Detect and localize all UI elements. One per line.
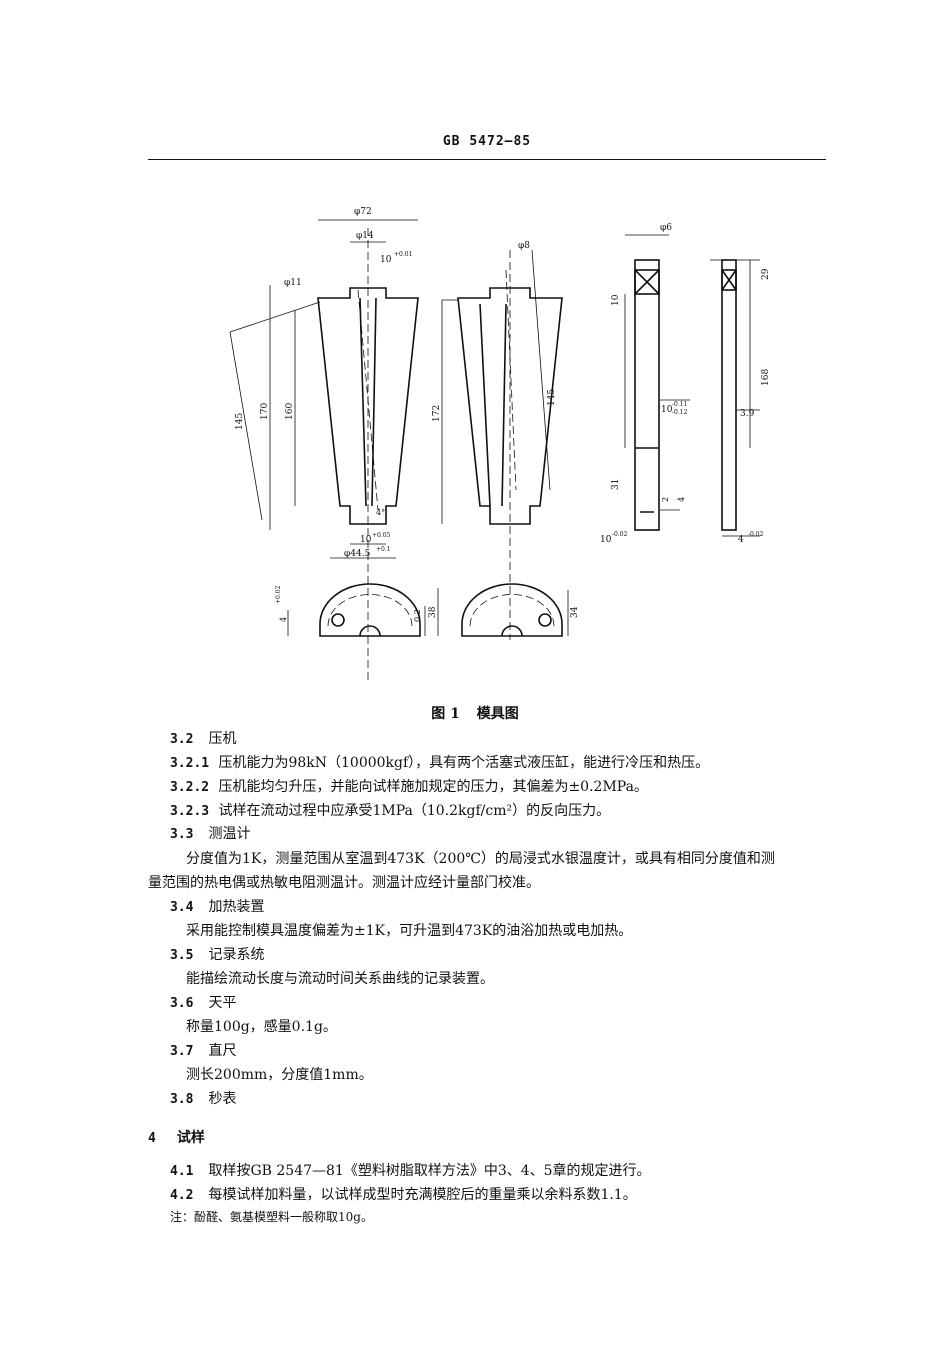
dim-t10a: 10: [380, 255, 392, 265]
plunger-left-outline: [634, 259, 660, 531]
dim-s4-tol: +0.02: [275, 585, 282, 604]
dim-145-right: 145: [547, 389, 557, 406]
section-title: 天平: [208, 995, 237, 1011]
dim-d6: φ6: [660, 223, 672, 233]
dim-pb10-tol: -0.02: [612, 531, 628, 538]
left-mold-cavity: [359, 297, 377, 507]
dim-d14: φ14: [356, 231, 374, 241]
section-3-2: 3.2 压机: [170, 728, 236, 748]
section-3-7: 3.7 直尺: [170, 1040, 236, 1060]
dim-d72: φ72: [354, 207, 372, 217]
dim-170: 170: [260, 403, 270, 420]
dim-p2: 2: [661, 497, 670, 502]
section-4-note: 注：酚醛、氨基模塑料一般称取10g。: [170, 1210, 373, 1224]
section-3-4: 3.4 加热装置: [170, 896, 264, 916]
mold-drawing-figure: φ72 φ14 φ11 10 +0.01 145 170 160 10 +0.0…: [220, 190, 780, 690]
center-lines: [367, 228, 511, 680]
dim-r168: 168: [761, 369, 771, 386]
dim-b445-tol: +0.1: [376, 546, 391, 553]
section-3-3-body-2: 量范围的热电偶或热敏电阻测温计。测温计应经计量部门校准。: [148, 875, 540, 891]
section-3-2-3: 3.2.3 试样在流动过程中应承受1MPa（10.2kgf/cm²）的反向压力。: [170, 800, 610, 820]
dim-p4: 4: [677, 497, 686, 502]
mold-drawing-svg: φ72 φ14 φ11 10 +0.01 145 170 160 10 +0.0…: [229, 207, 771, 680]
section-number: 3.4: [170, 900, 194, 915]
dim-rb4: 4: [738, 535, 744, 545]
section-body: 取样按GB 2547—81《塑料树脂取样方法》中3、4、5章的规定进行。: [208, 1163, 651, 1179]
section-3-8: 3.8 秒表: [170, 1088, 236, 1108]
section-3-4-body: 采用能控制模具温度偏差为±1K，可升温到473K的油浴加热或电加热。: [186, 923, 633, 939]
section-3-6: 3.6 天平: [170, 992, 236, 1012]
section-title: 试样: [176, 1130, 205, 1146]
section-number: 3.2.3: [170, 804, 210, 819]
dim-pb10: 10: [600, 535, 612, 545]
section-3-5-body: 能描绘流动长度与流动时间关系曲线的记录装置。: [186, 971, 494, 987]
section-number: 3.8: [170, 1092, 194, 1107]
section-number: 3.2.2: [170, 780, 210, 795]
section-3-6-body: 称量100g，感量0.1g。: [186, 1019, 337, 1035]
dim-p10: 10: [611, 294, 621, 306]
figure-number: 图 1: [431, 706, 460, 722]
dim-p10-shaft: 10: [661, 405, 673, 415]
section-title: 记录系统: [208, 947, 265, 963]
section-3-3: 3.3 测温计: [170, 823, 250, 843]
dim-145-left: 145: [235, 413, 245, 430]
dim-b10-tol: +0.05: [372, 532, 391, 539]
section-3-7-body: 测长200mm，分度值1mm。: [186, 1067, 373, 1083]
dim-d11: φ11: [284, 278, 302, 288]
section-4: 4 试样: [148, 1127, 205, 1147]
dim-s34: 34: [570, 606, 580, 618]
section-number: 3.3: [170, 827, 194, 842]
dim-rb4-tol: -0.02: [748, 531, 764, 538]
section-title: 加热装置: [208, 899, 265, 915]
section-4-2: 4.2 每模试样加料量，以试样成型时充满模腔后的重量乘以余料系数1.1。: [170, 1184, 637, 1204]
document-header-code: GB 5472—85: [442, 134, 532, 149]
dim-r29: 29: [761, 268, 771, 280]
section-3-3-body-1: 分度值为1K，测量范围从室温到473K（200℃）的局浸式水银温度计，或具有相同…: [186, 851, 775, 867]
section-3-2-1: 3.2.1 压机能力为98kN（10000kgf），具有两个活塞式液压缸，能进行…: [170, 752, 709, 772]
section-3-5: 3.5 记录系统: [170, 944, 264, 964]
dim-172: 172: [432, 405, 442, 422]
section-number: 3.6: [170, 996, 194, 1011]
left-mold-outline: [317, 287, 419, 525]
dim-angle: 4°: [376, 508, 385, 517]
plunger-right-outline: [721, 259, 737, 531]
section-3-2-2: 3.2.2 压机能均匀升压，并能向试样施加规定的压力，其偏差为±0.2MPa。: [170, 776, 648, 796]
section-number: 3.7: [170, 1044, 194, 1059]
section-number: 3.2.1: [170, 756, 210, 771]
dim-p10-shaft-lower: -0.12: [672, 409, 688, 416]
dim-b10: 10: [360, 535, 372, 545]
header-rule: [148, 159, 826, 160]
dim-t10a-tol: +0.01: [394, 251, 412, 258]
dim-s4: 4: [279, 617, 288, 622]
section-body: 压机能均匀升压，并能向试样施加规定的压力，其偏差为±0.2MPa。: [218, 779, 648, 795]
dim-b445: φ44.5: [344, 549, 371, 559]
figure-caption: 图 1 模具图: [0, 703, 950, 723]
dim-p31: 31: [611, 479, 621, 490]
section-number: 4.1: [170, 1164, 194, 1179]
dim-d8: φ8: [518, 241, 530, 251]
dim-s02: 0.2: [413, 609, 422, 622]
section-title: 直尺: [208, 1043, 237, 1059]
section-number: 4.2: [170, 1188, 194, 1203]
section-number: 4: [148, 1131, 156, 1146]
right-mold-slot: [479, 303, 507, 507]
right-section-view: [461, 583, 563, 637]
dim-160: 160: [285, 403, 295, 420]
dim-r39: 3.9: [740, 409, 755, 419]
section-4-1: 4.1 取样按GB 2547—81《塑料树脂取样方法》中3、4、5章的规定进行。: [170, 1160, 651, 1180]
section-title: 压机: [208, 731, 237, 747]
section-body: 每模试样加料量，以试样成型时充满模腔后的重量乘以余料系数1.1。: [208, 1187, 637, 1203]
section-body: 试样在流动过程中应承受1MPa（10.2kgf/cm²）的反向压力。: [218, 803, 611, 819]
left-section-view: [319, 583, 421, 637]
section-title: 秒表: [208, 1091, 237, 1107]
section-number: 3.5: [170, 948, 194, 963]
dimension-lines: [229, 219, 418, 530]
section-number: 3.2: [170, 732, 194, 747]
dim-p10-shaft-upper: -0.11: [672, 401, 687, 408]
section-title: 测温计: [208, 826, 251, 842]
figure-title: 模具图: [476, 706, 519, 722]
section-body: 压机能力为98kN（10000kgf），具有两个活塞式液压缸，能进行冷压和热压。: [218, 755, 710, 771]
dim-s38: 38: [428, 606, 438, 618]
